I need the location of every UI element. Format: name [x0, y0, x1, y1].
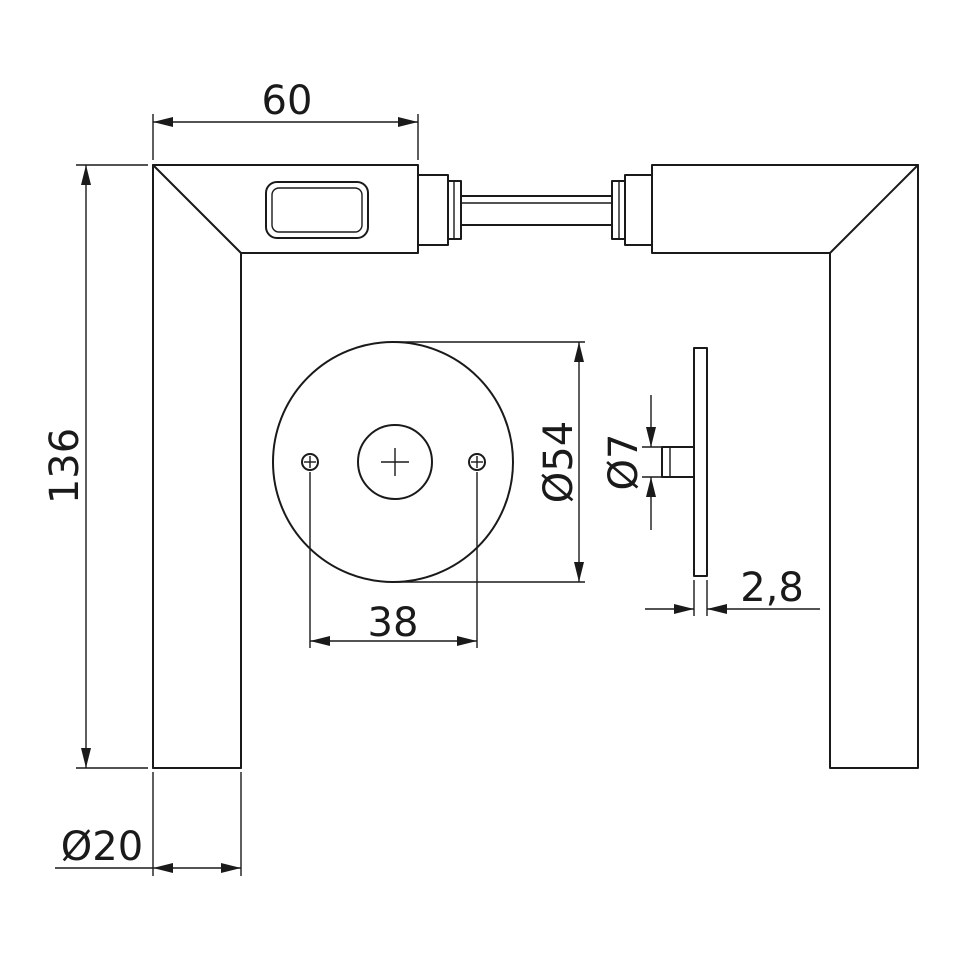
dimension-spindle-7: Ø7 [601, 395, 662, 530]
rosette-center-hole [357, 424, 433, 500]
dim-label-136: 136 [42, 428, 88, 504]
rosette-plate-side [693, 347, 708, 577]
left-lever-handle [152, 164, 462, 769]
left-lever-slot-outer [265, 181, 369, 239]
dimension-rosette-54: Ø54 [393, 341, 585, 583]
spindle-bar [460, 195, 613, 226]
spindle-stub [661, 446, 695, 478]
dim-label-7: Ø7 [601, 434, 647, 491]
dim-label-2-8: 2,8 [740, 565, 804, 611]
dimension-hole-spacing-38: 38 [309, 472, 478, 648]
left-lever-outline [152, 164, 419, 769]
dim-label-60: 60 [262, 78, 313, 124]
dim-label-54: Ø54 [536, 421, 582, 503]
right-neck-collar [624, 174, 653, 246]
left-neck-collar [417, 174, 449, 246]
screw-hole-left [301, 453, 319, 471]
dim-label-38: 38 [368, 600, 419, 646]
right-lever-bevel-line [829, 164, 919, 254]
right-lever-outline [651, 164, 919, 769]
dimension-plate-2-8: 2,8 [645, 565, 820, 616]
left-lever-bevel-line [152, 164, 242, 254]
dimension-grip-20: Ø20 [55, 772, 242, 876]
screw-hole-right [468, 453, 486, 471]
dim-label-20: Ø20 [61, 824, 143, 870]
right-lever-handle [611, 164, 919, 769]
left-lever-slot-inner [271, 187, 363, 233]
dimension-height-136: 136 [42, 164, 148, 769]
dimension-width-60: 60 [152, 78, 419, 160]
rosette-side-view [661, 347, 708, 577]
